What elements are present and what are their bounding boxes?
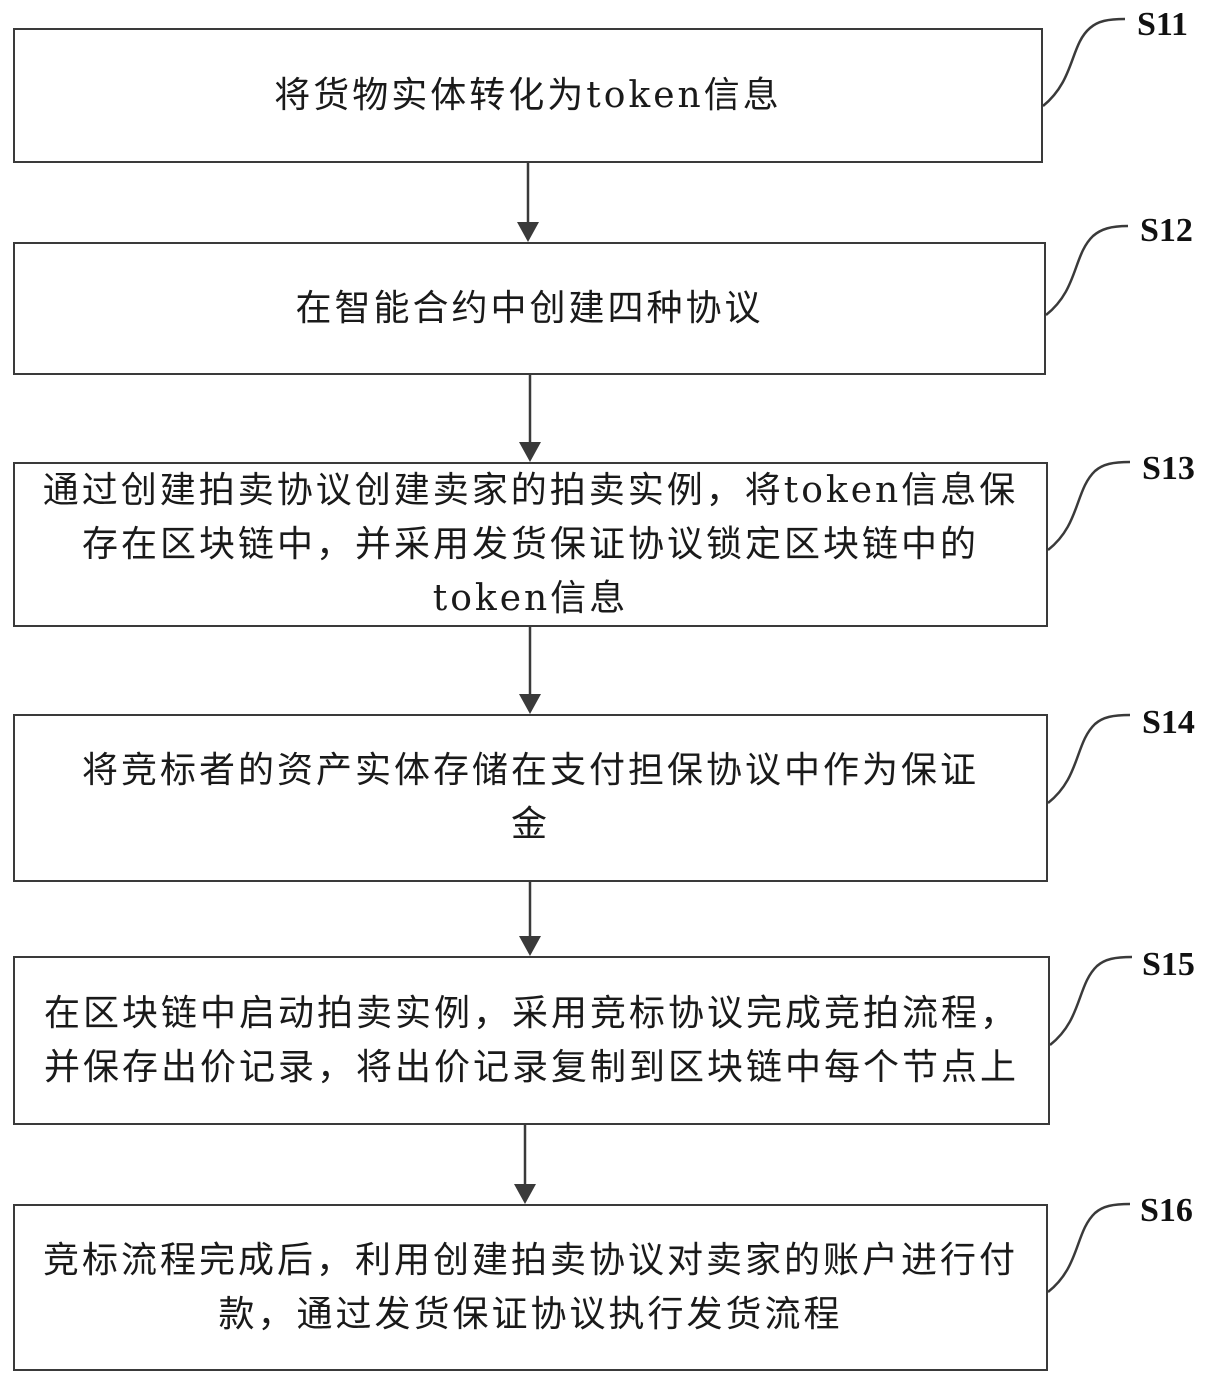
leader-s15 bbox=[1049, 955, 1133, 1046]
step-label-s11: S11 bbox=[1137, 6, 1189, 43]
step-label-s14: S14 bbox=[1142, 704, 1195, 741]
leader-s14 bbox=[1047, 713, 1131, 804]
arrow-s14-s15 bbox=[519, 882, 541, 956]
leader-s11 bbox=[1042, 17, 1126, 107]
arrow-s11-s12 bbox=[517, 163, 539, 242]
arrow-s12-s13 bbox=[519, 375, 541, 462]
leader-s12 bbox=[1045, 224, 1129, 316]
step-text-s11: 将货物实体转化为token信息 bbox=[274, 74, 782, 116]
step-text-s15: 在区块链中启动拍卖实例，采用竞标协议完成竞拍流程，并保存出价记录，将出价记录复制… bbox=[43, 992, 1019, 1088]
step-label-s12: S12 bbox=[1140, 212, 1193, 249]
step-box-s14: 将竞标者的资产实体存储在支付担保协议中作为保证金 bbox=[13, 714, 1048, 882]
arrow-s13-s14 bbox=[519, 627, 541, 714]
arrow-s15-s16 bbox=[514, 1125, 536, 1204]
step-box-s13: 通过创建拍卖协议创建卖家的拍卖实例，将token信息保存在区块链中，并采用发货保… bbox=[13, 462, 1048, 627]
leader-s16 bbox=[1047, 1202, 1131, 1293]
step-label-s16: S16 bbox=[1140, 1192, 1193, 1229]
step-text-s14: 将竞标者的资产实体存储在支付担保协议中作为保证金 bbox=[81, 750, 979, 845]
step-text-s13: 通过创建拍卖协议创建卖家的拍卖实例，将token信息保存在区块链中，并采用发货保… bbox=[42, 469, 1019, 619]
step-label-s15: S15 bbox=[1142, 946, 1195, 983]
step-label-s13: S13 bbox=[1142, 450, 1195, 487]
step-text-s12: 在智能合约中创建四种协议 bbox=[295, 287, 764, 329]
step-box-s12: 在智能合约中创建四种协议 bbox=[13, 242, 1046, 375]
step-box-s16: 竞标流程完成后，利用创建拍卖协议对卖家的账户进行付款，通过发货保证协议执行发货流… bbox=[13, 1204, 1048, 1371]
leader-s13 bbox=[1047, 460, 1131, 551]
step-box-s15: 在区块链中启动拍卖实例，采用竞标协议完成竞拍流程，并保存出价记录，将出价记录复制… bbox=[13, 956, 1050, 1125]
step-text-s16: 竞标流程完成后，利用创建拍卖协议对卖家的账户进行付款，通过发货保证协议执行发货流… bbox=[42, 1239, 1018, 1335]
step-box-s11: 将货物实体转化为token信息 bbox=[13, 28, 1043, 163]
